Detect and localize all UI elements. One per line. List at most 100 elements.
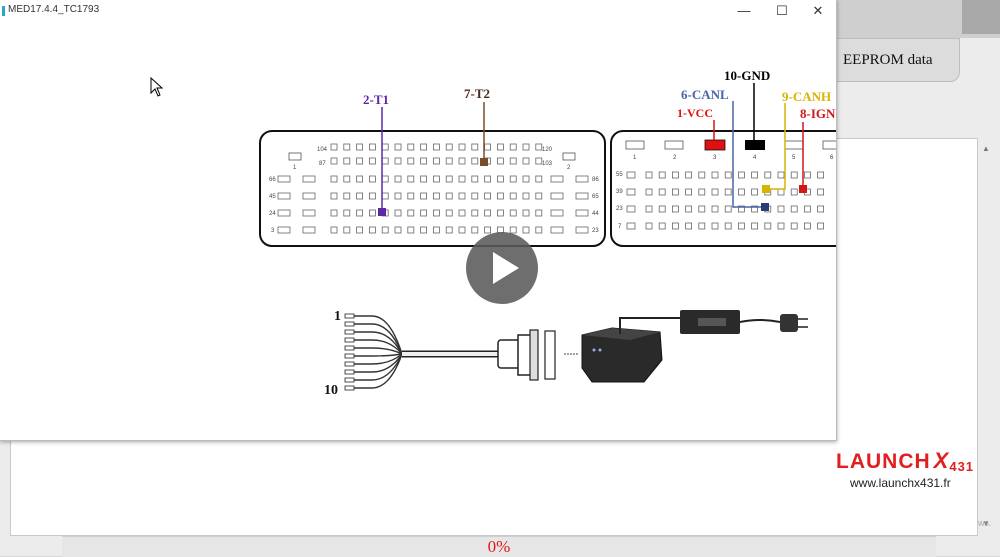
connector-pin: [277, 192, 291, 200]
row-label-66: 66: [269, 177, 276, 183]
connector-pin: [777, 188, 785, 196]
connector-pin: [817, 205, 824, 213]
connector-pin: [522, 157, 530, 165]
connector-pin: [356, 192, 364, 200]
row-label-24: 24: [269, 211, 276, 217]
connector-pin: [368, 175, 376, 183]
connector-pin: [368, 226, 376, 234]
connector-pin: [535, 192, 543, 200]
pin-label-104: 104: [317, 147, 328, 153]
connector-pin: [575, 209, 589, 217]
wiring-diagram: 104 87 120 103 1 2 66 45 24 3 86 65 44 2…: [0, 22, 836, 440]
connector-pin: [343, 226, 351, 234]
connector-pin: [458, 192, 466, 200]
eeprom-data-button[interactable]: EEPROM data: [836, 38, 960, 82]
connector-pin: [432, 192, 440, 200]
connector-pin: [458, 143, 466, 151]
connector-pin: [407, 157, 415, 165]
connector-pin: [496, 175, 504, 183]
connector-pin: [496, 157, 504, 165]
obd-row-label-23: 23: [616, 206, 623, 212]
connector-pin: [394, 209, 402, 217]
cable-label-end: 10: [324, 383, 338, 398]
connector-pin: [672, 171, 679, 179]
connector-pin: [471, 209, 479, 217]
connector-pin: [330, 226, 338, 234]
connector-pin: [535, 226, 543, 234]
connector-pin: [790, 222, 798, 230]
connector-pin: [817, 222, 824, 230]
connector-pin: [724, 188, 732, 196]
wire-clip: [344, 345, 355, 351]
connector-pin: [817, 171, 824, 179]
connector-pin: [471, 226, 479, 234]
connector-pin: [381, 157, 389, 165]
connector-pin: [343, 192, 351, 200]
connector-pin: [407, 192, 415, 200]
connector-pin: [484, 143, 492, 151]
wire-clip: [344, 313, 355, 319]
app-icon: [2, 6, 5, 16]
connector-pin: [738, 205, 745, 213]
connector-pin: [420, 157, 428, 165]
connector-pin: [535, 157, 543, 165]
play-button[interactable]: [466, 232, 538, 304]
obd-row-label-55: 55: [616, 172, 623, 178]
connector-pin: [277, 226, 291, 234]
close-button[interactable]: ✕: [812, 3, 824, 18]
window-title: MED17.4.4_TC1793: [8, 4, 100, 15]
pin-label-103: 103: [542, 161, 553, 167]
background-toolbar-button[interactable]: [962, 0, 1000, 34]
scroll-up-icon[interactable]: ▲: [982, 144, 990, 153]
window-titlebar[interactable]: MED17.4.4_TC1793 — ☐ ✕: [0, 0, 836, 22]
connector-pin: [484, 226, 492, 234]
connector-pin: [575, 192, 589, 200]
connector-pin: [626, 188, 636, 196]
connector-pin: [575, 175, 589, 183]
signal-label-canh: 9-CANH: [782, 89, 831, 104]
connector-pin: [407, 226, 415, 234]
connector-pin: [685, 188, 692, 196]
connector-pin: [420, 226, 428, 234]
obd-pin-label-5: 5: [792, 155, 796, 161]
connector-pin: [381, 192, 389, 200]
wire-clip: [344, 329, 355, 335]
panel-scrollbar[interactable]: ▲ ▼: [980, 140, 992, 532]
connector-pin: [535, 143, 543, 151]
signal-label-t2: 7-T2: [464, 86, 490, 101]
row-label-45: 45: [269, 194, 276, 200]
connector-pin: [698, 205, 706, 213]
connector-pin: [698, 222, 706, 230]
connector-pin: [445, 209, 453, 217]
connector-pin: [484, 192, 492, 200]
connector-pin: [685, 171, 692, 179]
connector-pin: [522, 175, 530, 183]
connector-pin: [738, 171, 745, 179]
obd-row-label-39: 39: [616, 189, 623, 195]
maximize-button[interactable]: ☐: [776, 3, 788, 18]
connector-pin: [626, 205, 636, 213]
connector-pin: [522, 226, 530, 234]
connector-pin: [626, 171, 636, 179]
connector-pin: [550, 209, 564, 217]
brand-url: www.launchx431.fr: [850, 476, 951, 490]
connector-pin: [804, 222, 811, 230]
wire-clip: [344, 369, 355, 375]
cable-wire: [352, 353, 403, 357]
connector-pin: [509, 226, 517, 234]
connector-pin: [330, 175, 338, 183]
connector-pin: [394, 226, 402, 234]
obd-row-label-7: 7: [618, 224, 622, 230]
connector-pin: [751, 188, 758, 196]
connector-pin: [458, 175, 466, 183]
pin-label-87: 87: [319, 161, 326, 167]
connector-pin: [550, 226, 564, 234]
connector-pin: [751, 205, 758, 213]
scroll-down-icon[interactable]: ▼: [982, 519, 990, 528]
connector-pin: [645, 205, 653, 213]
connector-pin: [658, 205, 666, 213]
minimize-button[interactable]: —: [737, 3, 751, 18]
signal-label-canl: 6-CANL: [681, 87, 729, 102]
connector-pin: [432, 143, 440, 151]
